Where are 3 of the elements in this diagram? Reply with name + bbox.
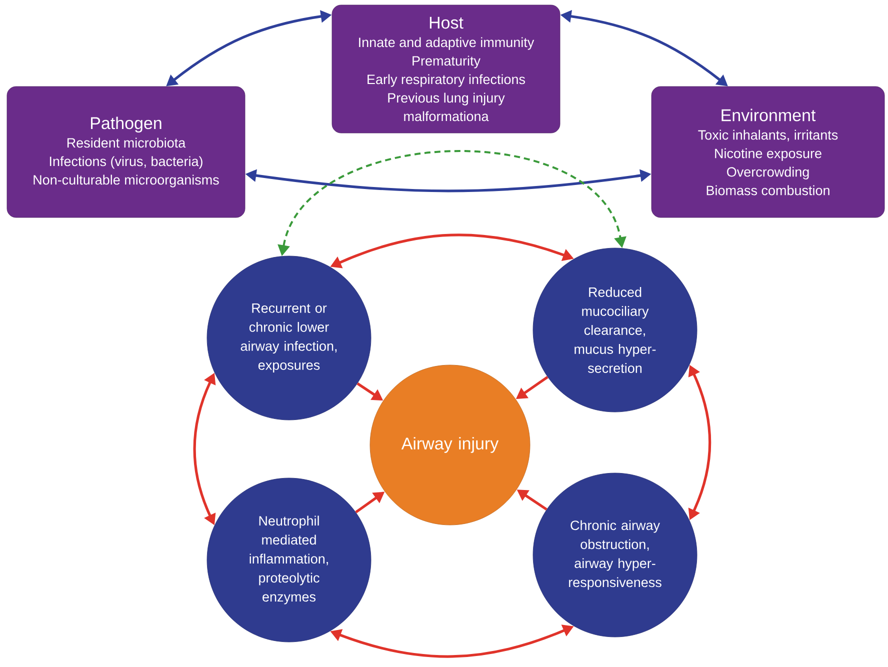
- factor-box: Pathogen Resident microbiota Infections (virus, bacteria) Non-culturable microorganisms: [6, 86, 246, 218]
- factor-box: Host Innate and adaptive immunity Prematurity Early respiratory infections Previous lung injury malformationa: [332, 4, 560, 134]
- factor-box: Environment Toxic inhalants, irritants Nicotine exposure Overcrowding Biomass combustion: [651, 86, 885, 218]
